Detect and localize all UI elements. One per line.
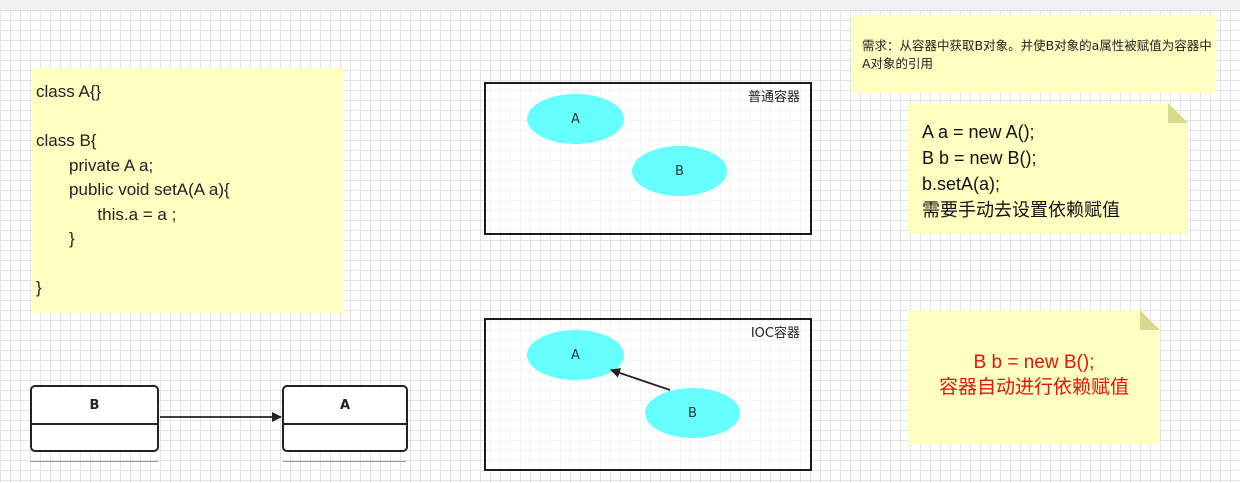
- uml-class-a-name: A: [284, 387, 406, 425]
- ioc-container-label: IOC容器: [750, 326, 800, 341]
- requirement-text: 需求：从容器中获取B对象。并使B对象的a属性被赋值为容器中A对象的引用: [862, 38, 1212, 71]
- ioc-note-text: B b = new B(); 容器自动进行依赖赋值: [908, 350, 1160, 400]
- code-note-text: class A{} class B{ private A a; public v…: [36, 82, 230, 297]
- ioc-injection-arrow[interactable]: [610, 368, 671, 391]
- ioc-note-line: 容器自动进行依赖赋值: [938, 377, 1129, 398]
- ioc-bean-b-label: B: [688, 405, 697, 421]
- uml-class-b[interactable]: B: [30, 385, 159, 452]
- requirement-note[interactable]: 需求：从容器中获取B对象。并使B对象的a属性被赋值为容器中A对象的引用: [852, 15, 1216, 93]
- normal-container-label: 普通容器: [747, 90, 800, 105]
- manual-note-line: B b = new B();: [922, 148, 1037, 168]
- uml-class-a[interactable]: A: [282, 385, 408, 452]
- uml-class-b-underline: [30, 461, 158, 462]
- uml-class-b-name: B: [32, 387, 157, 425]
- ioc-container[interactable]: IOC容器 A B: [484, 318, 812, 471]
- normal-bean-b-label: B: [675, 163, 684, 179]
- normal-bean-a[interactable]: A: [527, 94, 624, 144]
- ioc-note-line: B b = new B();: [973, 352, 1095, 373]
- normal-bean-a-label: A: [571, 111, 580, 127]
- uml-class-a-underline: [283, 461, 406, 462]
- manual-note-line: 需要手动去设置依赖赋值: [922, 200, 1120, 220]
- manual-dependency-note[interactable]: A a = new A(); B b = new B(); b.setA(a);…: [908, 103, 1188, 234]
- ioc-bean-a[interactable]: A: [527, 330, 624, 380]
- manual-note-line: b.setA(a);: [922, 174, 1001, 194]
- ioc-bean-a-label: A: [571, 347, 580, 363]
- normal-container[interactable]: 普通容器 A B: [484, 82, 812, 235]
- manual-note-line: A a = new A();: [922, 122, 1035, 142]
- ioc-bean-b[interactable]: B: [645, 388, 740, 438]
- normal-bean-b[interactable]: B: [632, 146, 727, 196]
- manual-note-text: A a = new A(); B b = new B(); b.setA(a);…: [922, 119, 1120, 223]
- note-fold-shape: [908, 103, 1188, 234]
- note-fold-shape: [908, 310, 1160, 444]
- code-note[interactable]: class A{} class B{ private A a; public v…: [32, 68, 344, 313]
- top-toolbar-strip: [0, 0, 1240, 11]
- ioc-dependency-note[interactable]: B b = new B(); 容器自动进行依赖赋值: [908, 310, 1160, 444]
